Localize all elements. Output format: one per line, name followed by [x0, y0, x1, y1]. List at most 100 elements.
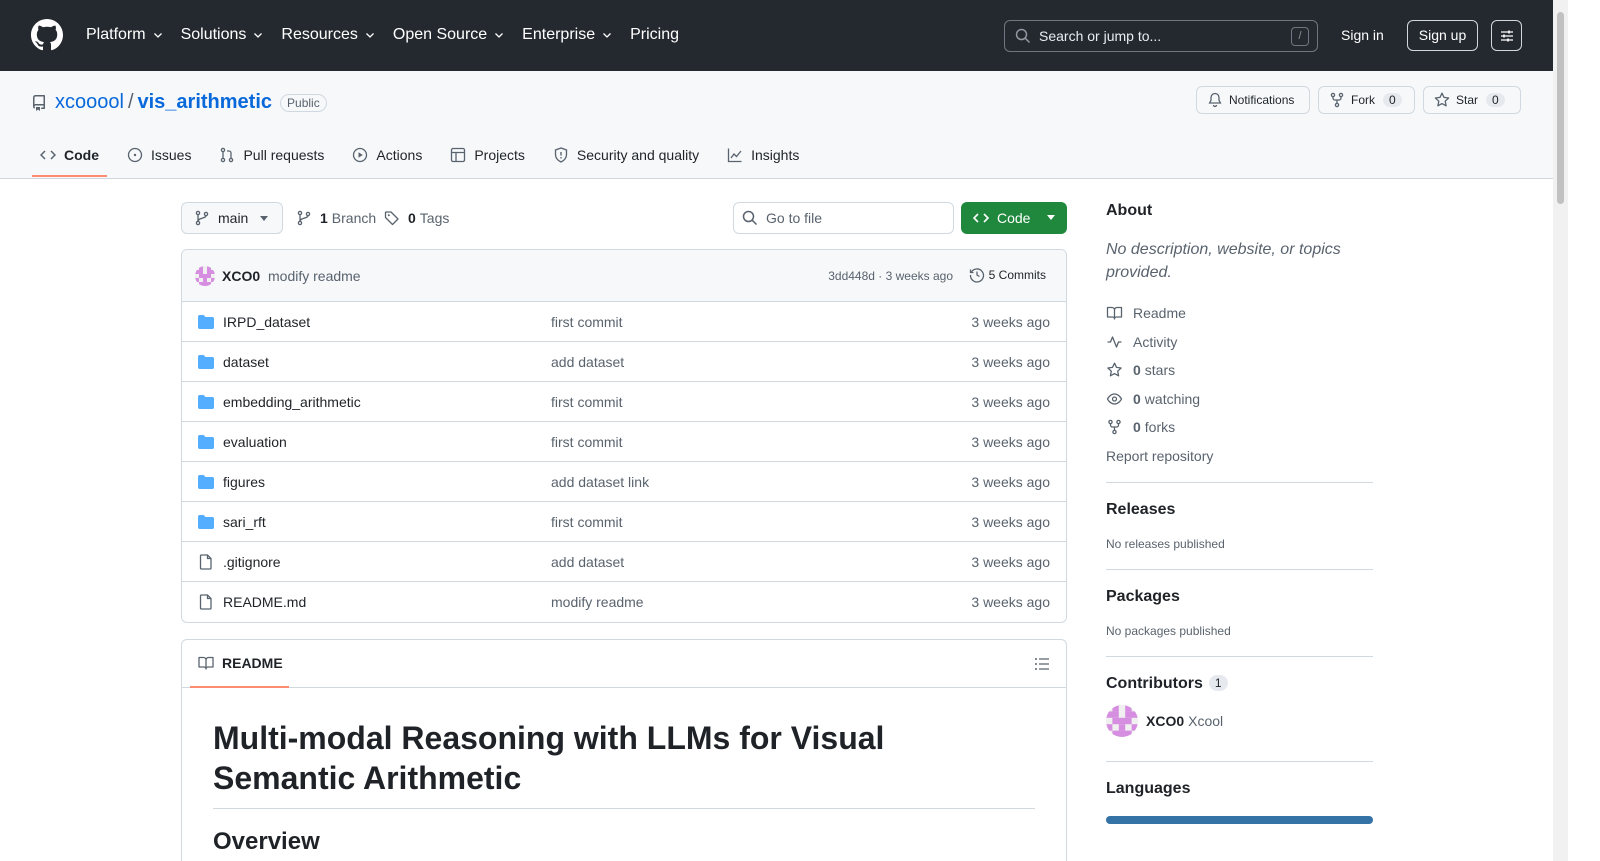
repo-owner-link[interactable]: xcooool: [55, 91, 124, 113]
releases-heading[interactable]: Releases: [1106, 501, 1176, 518]
repo-name-link[interactable]: vis_arithmetic: [137, 91, 273, 113]
tab-pull-requests[interactable]: Pull requests: [211, 135, 332, 175]
latest-commit-bar: XCO0 modify readme 3dd448d · 3 weeks ago…: [182, 250, 1066, 302]
folder-icon: [198, 394, 214, 410]
watching-count: 0: [1133, 390, 1141, 407]
file-name-link[interactable]: figures: [223, 474, 266, 490]
readme-section-heading: Overview: [213, 828, 320, 855]
star-icon: [1107, 362, 1122, 377]
report-repository-link[interactable]: Report repository: [1106, 442, 1373, 471]
star-button[interactable]: Star 0: [1423, 86, 1521, 114]
go-to-file-input[interactable]: Go to file: [733, 202, 954, 234]
notifications-label: Notifications: [1229, 93, 1295, 107]
tab-code[interactable]: Code: [32, 135, 107, 177]
file-commit-link[interactable]: first commit: [551, 394, 623, 410]
file-commit-link[interactable]: first commit: [551, 514, 623, 530]
stars-link[interactable]: 0 stars: [1106, 356, 1373, 385]
scrollbar-thumb[interactable]: [1557, 12, 1564, 204]
nav-label: Solutions: [180, 26, 247, 43]
contributor-item[interactable]: XCO0 Xcool: [1106, 705, 1373, 737]
file-name-link[interactable]: IRPD_dataset: [223, 314, 311, 330]
tab-projects[interactable]: Projects: [442, 135, 533, 175]
branch-selector[interactable]: main: [181, 202, 283, 234]
sign-up-button[interactable]: Sign up: [1407, 20, 1478, 51]
file-commit-link[interactable]: first commit: [551, 314, 623, 330]
table-row[interactable]: README.md modify readme 3 weeks ago: [182, 582, 1066, 622]
contributors-count: 1: [1208, 675, 1228, 691]
tab-actions[interactable]: Actions: [344, 135, 430, 175]
watchers-link[interactable]: 0 watching: [1106, 385, 1373, 414]
packages-empty: No packages published: [1106, 624, 1231, 638]
tab-security[interactable]: Security and quality: [545, 135, 707, 175]
commits-link[interactable]: 5 Commits: [969, 267, 1046, 283]
activity-link[interactable]: Activity: [1106, 328, 1373, 357]
header-menu-button[interactable]: [1491, 20, 1522, 51]
nav-label: Open Source: [392, 26, 488, 43]
avatar[interactable]: [1106, 705, 1138, 737]
sign-in-link[interactable]: Sign in: [1341, 27, 1384, 43]
branches-link[interactable]: 1 Branch: [296, 210, 376, 226]
readme-link[interactable]: Readme: [1106, 299, 1373, 328]
caret-down-icon: [260, 216, 268, 221]
page-scrollbar[interactable]: [1553, 0, 1568, 861]
file-age: 3 weeks ago: [971, 594, 1050, 610]
nav-resources[interactable]: Resources: [281, 24, 375, 46]
table-row[interactable]: figures add dataset link 3 weeks ago: [182, 462, 1066, 502]
outline-button[interactable]: [1034, 656, 1050, 672]
nav-enterprise[interactable]: Enterprise: [522, 24, 613, 46]
code-dropdown-button[interactable]: Code: [961, 202, 1067, 234]
file-age: 3 weeks ago: [971, 474, 1050, 490]
packages-heading[interactable]: Packages: [1106, 588, 1180, 605]
tab-issues[interactable]: Issues: [119, 135, 199, 175]
file-age: 3 weeks ago: [971, 514, 1050, 530]
github-logo-icon[interactable]: [31, 19, 63, 51]
commit-message[interactable]: modify readme: [268, 268, 361, 284]
chevron-down-icon: [254, 33, 263, 38]
file-commit-link[interactable]: add dataset link: [551, 474, 650, 490]
chevron-down-icon: [153, 33, 162, 38]
file-name-link[interactable]: sari_rft: [223, 514, 266, 530]
nav-solutions[interactable]: Solutions: [181, 24, 265, 46]
readme-tab[interactable]: README: [190, 640, 289, 688]
about-heading: About: [1106, 202, 1153, 219]
commit-meta[interactable]: 3dd448d · 3 weeks ago: [828, 269, 953, 283]
file-name-link[interactable]: evaluation: [223, 434, 287, 450]
avatar[interactable]: [195, 266, 215, 286]
tab-label: Pull requests: [243, 147, 325, 163]
file-commit-link[interactable]: modify readme: [551, 594, 644, 610]
chevron-down-icon: [365, 33, 374, 38]
tags-link[interactable]: 0 Tags: [384, 210, 449, 226]
notifications-button[interactable]: Notifications: [1196, 86, 1310, 114]
forks-link[interactable]: 0 forks: [1106, 413, 1373, 442]
repo-tabs: Code Issues Pull requests Actions Projec…: [32, 135, 819, 179]
nav-platform[interactable]: Platform: [86, 24, 164, 46]
fork-button[interactable]: Fork 0: [1318, 86, 1415, 114]
repo-icon: [33, 94, 45, 111]
nav-label: Resources: [281, 26, 358, 43]
file-commit-link[interactable]: add dataset: [551, 554, 625, 570]
commit-author[interactable]: XCO0: [222, 268, 261, 284]
nav-label: Platform: [86, 26, 146, 43]
nav-label: Enterprise: [522, 26, 596, 43]
table-row[interactable]: sari_rft first commit 3 weeks ago: [182, 502, 1066, 542]
file-name-link[interactable]: dataset: [223, 354, 269, 370]
tab-insights[interactable]: Insights: [719, 135, 807, 175]
file-commit-link[interactable]: add dataset: [551, 354, 625, 370]
search-input[interactable]: Search or jump to... /: [1004, 20, 1318, 52]
file-name-link[interactable]: README.md: [223, 594, 307, 610]
nav-pricing[interactable]: Pricing: [630, 24, 679, 46]
contributor-login[interactable]: XCO0: [1146, 713, 1185, 729]
file-commit-link[interactable]: first commit: [551, 434, 623, 450]
folder-icon: [198, 514, 214, 530]
repo-sidebar: About No description, website, or topics…: [1106, 202, 1373, 824]
file-name-link[interactable]: embedding_arithmetic: [223, 394, 361, 410]
nav-open-source[interactable]: Open Source: [393, 24, 505, 46]
file-name-link[interactable]: .gitignore: [223, 554, 281, 570]
tab-label: Issues: [151, 147, 192, 163]
